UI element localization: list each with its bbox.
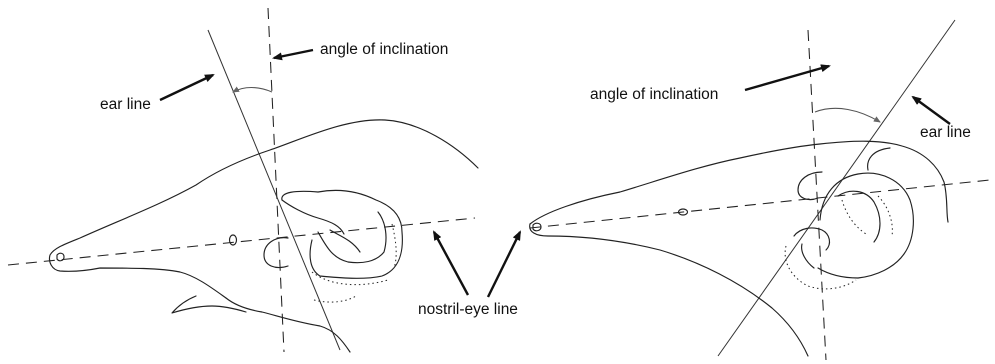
nostril-eye-arrow-left <box>434 232 468 295</box>
right-ear-line-arrow <box>913 97 950 124</box>
left-nostril-eye-line <box>8 218 475 265</box>
left-chin <box>172 296 246 313</box>
left-head <box>8 8 478 352</box>
angle-of-inclination-label-left: angle of inclination <box>320 41 448 58</box>
right-angle-arrow <box>745 66 829 90</box>
left-head-outline <box>49 120 478 298</box>
left-angle-arc <box>233 88 272 93</box>
left-eye <box>230 235 237 245</box>
nostril-eye-line-label: nostril-eye line <box>418 301 518 318</box>
right-head-outline <box>530 141 948 224</box>
left-ear <box>282 190 403 302</box>
left-angle-arrow <box>274 50 313 58</box>
left-nostril <box>57 253 64 260</box>
nostril-eye-arrow-right <box>488 232 520 297</box>
left-ear-line <box>208 30 340 350</box>
left-ear-line-arrow <box>160 75 213 100</box>
right-angle-arc <box>815 108 880 122</box>
left-jaw-outline <box>226 298 350 352</box>
ear-line-label-left: ear line <box>100 96 151 113</box>
right-head <box>488 20 990 360</box>
angle-of-inclination-label-right: angle of inclination <box>590 86 718 103</box>
right-lower-outline <box>530 224 808 356</box>
right-ear-base-arc <box>798 172 822 200</box>
right-nostril-eye-line <box>530 180 990 228</box>
left-ear-base-arc <box>264 238 288 268</box>
ear-line-label-right: ear line <box>920 124 971 141</box>
right-ear-line <box>718 20 955 356</box>
right-vertical-reference-line <box>808 30 826 360</box>
